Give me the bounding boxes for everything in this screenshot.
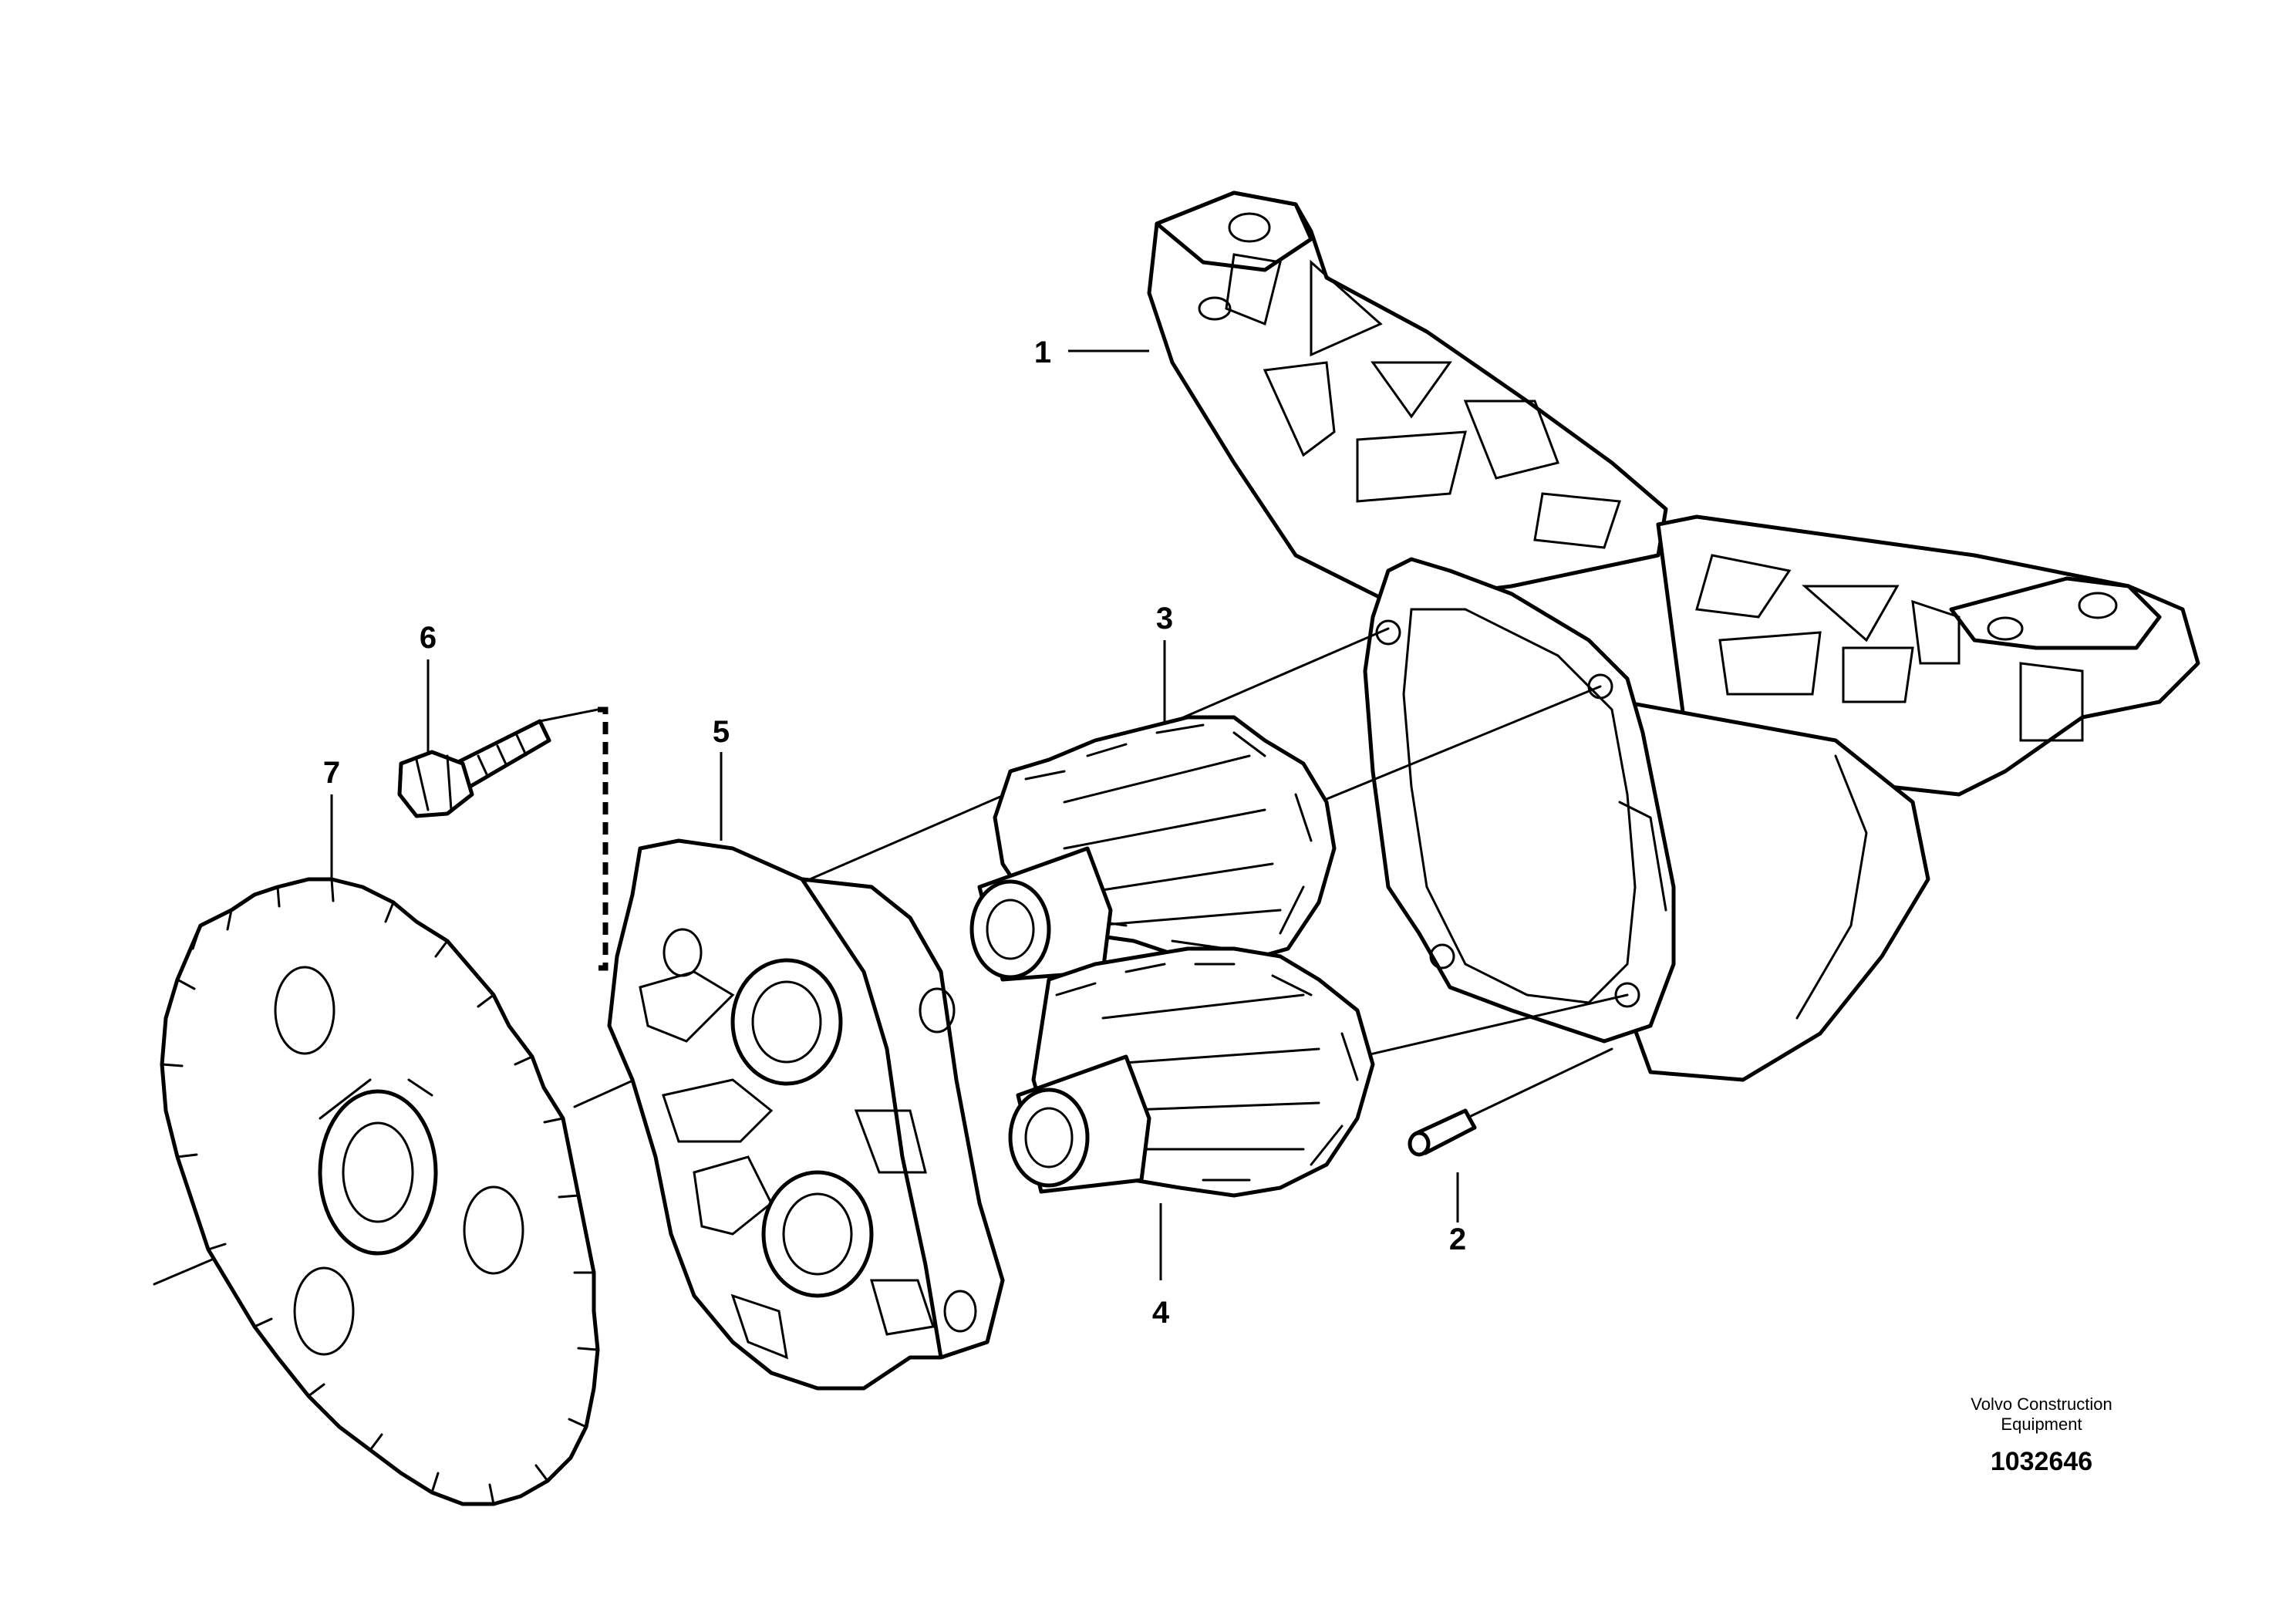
callout-2: 2 <box>1449 1222 1466 1256</box>
pump-housing-part-1 <box>1147 191 2200 1082</box>
callout-4: 4 <box>1152 1296 1170 1330</box>
callout-labels: 1 2 3 4 5 6 7 <box>323 336 1466 1330</box>
callout-7: 7 <box>323 756 340 790</box>
upper-gear-part-3 <box>969 715 1337 982</box>
lower-gear-part-4 <box>1008 946 1375 1198</box>
drive-gear-part-7 <box>160 877 600 1506</box>
callout-3: 3 <box>1156 602 1173 636</box>
flange-bolt-part-6 <box>397 719 551 818</box>
callout-leaders <box>330 349 1459 1280</box>
bolt-reference-line <box>538 706 609 971</box>
dowel-pin-part-2 <box>1408 1108 1477 1157</box>
callout-5: 5 <box>713 715 730 749</box>
drawing-number: 1032646 <box>1990 1447 2093 1476</box>
pump-cover-part-5 <box>607 838 1005 1391</box>
credit-company: Volvo Construction Equipment <box>1971 1394 2112 1434</box>
callout-6: 6 <box>420 621 437 655</box>
callout-1: 1 <box>1034 336 1051 369</box>
